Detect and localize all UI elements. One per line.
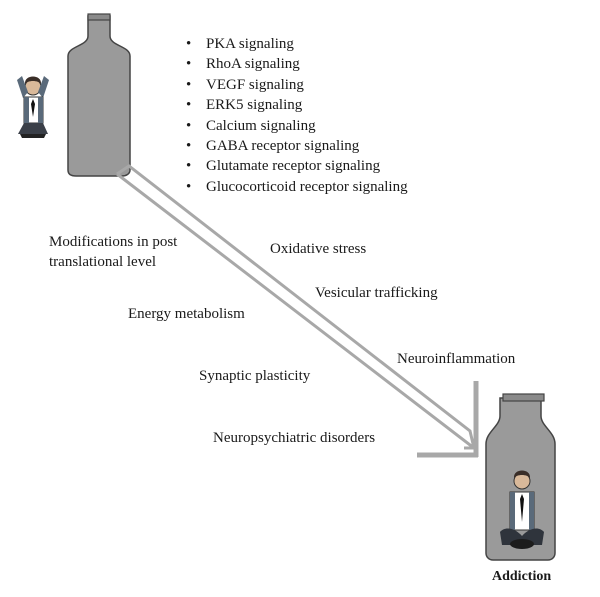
label-neuroinflammation: Neuroinflammation — [397, 351, 516, 367]
label-oxidative-stress: Oxidative stress — [270, 241, 367, 257]
label-energy-metabolism: Energy metabolism — [128, 306, 245, 322]
pathway-item: RhoA signaling — [186, 54, 408, 74]
signaling-pathway-list: PKA signaling RhoA signaling VEGF signal… — [186, 34, 408, 197]
addiction-caption: Addiction — [492, 569, 552, 584]
seated-person-icon — [500, 470, 544, 549]
pathway-item: GABA receptor signaling — [186, 136, 408, 156]
distressed-person-icon — [17, 76, 49, 138]
pathway-item: VEGF signaling — [186, 75, 408, 95]
progression-arrow — [116, 164, 479, 458]
top-bottle — [67, 13, 131, 177]
pathway-item: Calcium signaling — [186, 116, 408, 136]
pathway-item: PKA signaling — [186, 34, 408, 54]
label-neuropsychiatric-disorders: Neuropsychiatric disorders — [213, 430, 376, 446]
label-modifications: Modifications in post translational leve… — [49, 234, 178, 270]
pathway-item: Glutamate receptor signaling — [186, 156, 408, 176]
label-synaptic-plasticity: Synaptic plasticity — [199, 368, 311, 384]
pathway-item: ERK5 signaling — [186, 95, 408, 115]
label-vesicular-trafficking: Vesicular trafficking — [315, 285, 438, 301]
pathway-item: Glucocorticoid receptor signaling — [186, 177, 408, 197]
